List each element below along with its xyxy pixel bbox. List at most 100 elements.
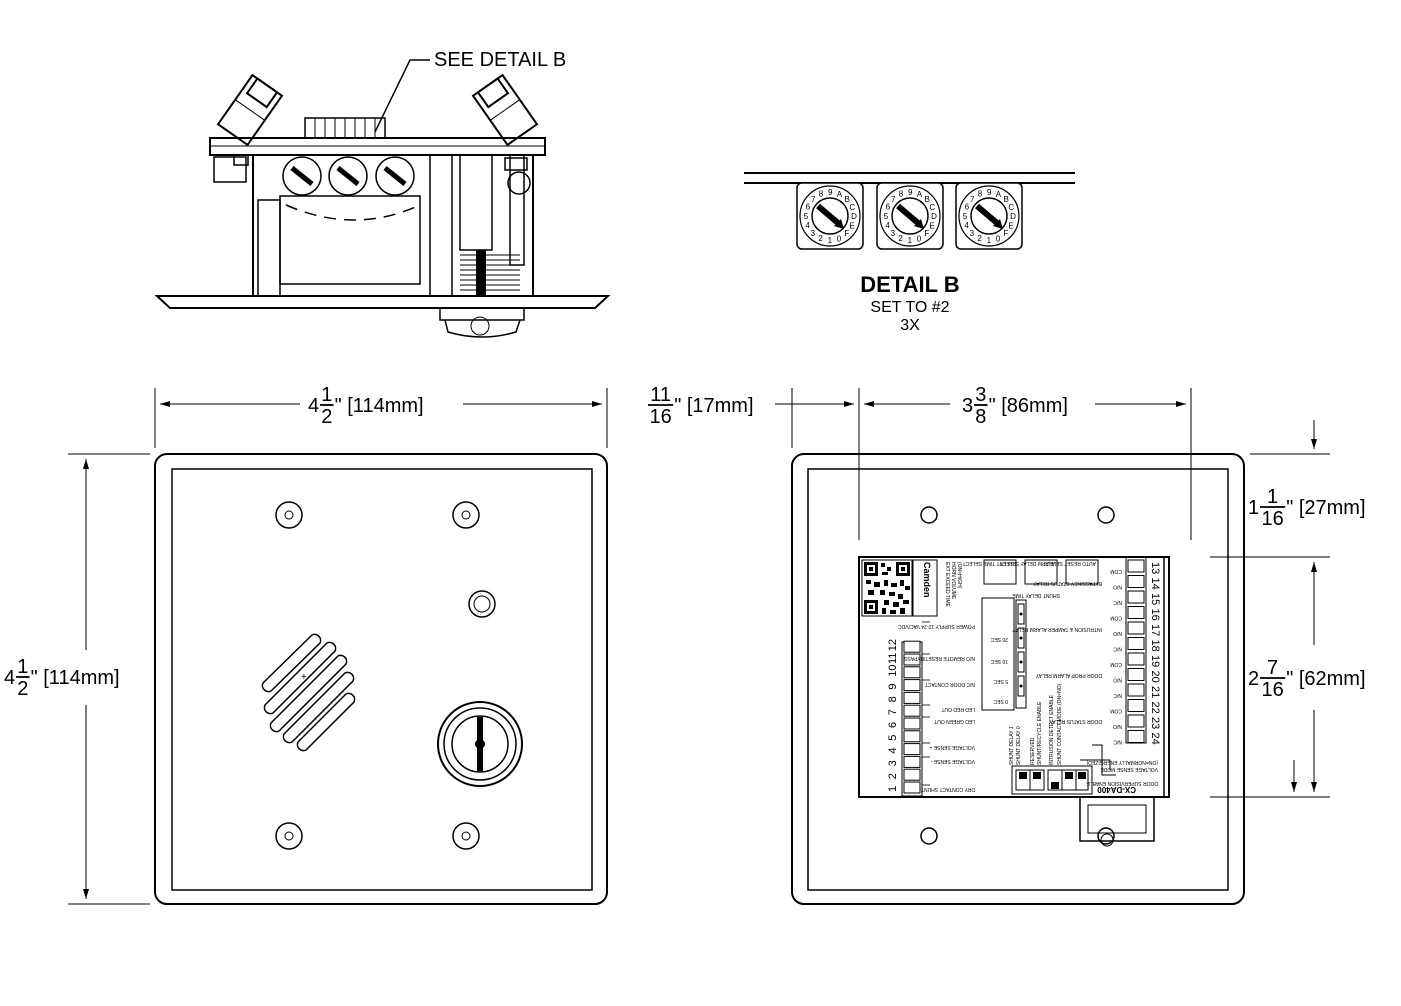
- board_height-denominator: 16: [1261, 679, 1283, 701]
- terminal-number: 18: [1149, 640, 1161, 652]
- dial-char: 4: [965, 221, 970, 230]
- switch-labels: SHUNT DELAY 1 SHUNT DELAY 0 RESERVED SHU…: [1009, 683, 1063, 765]
- board_width-whole: 3: [962, 395, 973, 417]
- offset_left-denominator: 16: [649, 406, 671, 428]
- dial-char: 8: [899, 190, 904, 199]
- svg-text:10 SEC: 10 SEC: [990, 658, 1008, 664]
- side-dials: [282, 156, 415, 196]
- pin-mark: N/O: [1113, 584, 1122, 590]
- detail-setting: SET TO #2: [870, 299, 949, 316]
- dial-char: A: [837, 190, 843, 199]
- top_offset-suffix: " [27mm]: [1286, 497, 1365, 519]
- terminal-label: N/O REMOTE RESET/BYPASS: [904, 655, 975, 661]
- front_width-denominator: 2: [321, 406, 332, 428]
- svg-text:ALARM DELAY SELECT: ALARM DELAY SELECT: [1000, 560, 1055, 566]
- dial-char: 1: [908, 236, 913, 245]
- svg-text:20 SEC: 20 SEC: [990, 636, 1008, 642]
- dial-char: 9: [908, 188, 913, 197]
- terminal-number: 12: [887, 639, 899, 651]
- terminal-number: 24: [1149, 733, 1161, 745]
- svg-text:5 SEC: 5 SEC: [993, 678, 1008, 684]
- offset_left-suffix: " [17mm]: [674, 395, 753, 417]
- svg-text:AUTO RESET SELECT: AUTO RESET SELECT: [1043, 560, 1096, 566]
- front_width-numerator: 1: [321, 384, 332, 406]
- dial-char: 2: [818, 234, 823, 243]
- dial-char: 0: [837, 234, 842, 243]
- dial-char: 4: [806, 221, 811, 230]
- dial-char: D: [931, 212, 937, 221]
- relay-label: BYPASS/KEY STATUS RELAY: [1033, 580, 1102, 586]
- board_width-numerator: 3: [975, 384, 986, 406]
- terminal-number: 4: [887, 747, 899, 753]
- svg-text:SHUNT DELAY TIME: SHUNT DELAY TIME: [1012, 592, 1060, 598]
- svg-text:SHUNT/RECYCLE ENABLE: SHUNT/RECYCLE ENABLE: [1037, 701, 1043, 765]
- dial-char: 7: [811, 195, 816, 204]
- dial-char: C: [849, 203, 855, 212]
- shunt-delay-jumpers: 20 SEC 10 SEC 5 SEC 0 SEC: [981, 597, 1027, 711]
- pin-mark: COM: [1110, 615, 1122, 621]
- dial-char: 1: [828, 236, 833, 245]
- detail-title: DETAIL B: [860, 272, 959, 297]
- terminal-number: 17: [1149, 624, 1161, 636]
- dial-char: 9: [987, 188, 992, 197]
- dial-char: F: [1003, 229, 1008, 238]
- svg-text:DOOR SUPERVISION ENABLE: DOOR SUPERVISION ENABLE: [1086, 780, 1158, 786]
- dial-char: 4: [886, 221, 891, 230]
- terminal-number: 13: [1149, 562, 1161, 574]
- dial-char: 5: [804, 212, 809, 221]
- dial-char: E: [1008, 221, 1013, 230]
- terminal-number: 16: [1149, 609, 1161, 621]
- dial-char: B: [1003, 195, 1008, 204]
- dial-char: 0: [996, 234, 1001, 243]
- see-detail-callout: SEE DETAIL B: [434, 49, 566, 71]
- pin-mark: N/C: [1113, 739, 1122, 745]
- dial-char: F: [844, 229, 849, 238]
- dial-char: C: [1008, 203, 1014, 212]
- board_width-suffix: " [86mm]: [989, 395, 1068, 417]
- front_height-denominator: 2: [17, 678, 28, 700]
- dial-char: 7: [891, 195, 896, 204]
- dial-char: 2: [898, 234, 903, 243]
- speaker-grille: [261, 633, 356, 752]
- terminal-label: DRY CONTACT SHUNT: [921, 786, 975, 792]
- svg-text:(ON=HIGH): (ON=HIGH): [956, 562, 962, 589]
- dial-char: 8: [819, 190, 824, 199]
- terminal-number: 8: [887, 696, 899, 702]
- front-view: +: [154, 453, 608, 905]
- dial-char: 6: [886, 203, 891, 212]
- pin-mark: COM: [1110, 568, 1122, 574]
- terminal-number: 3: [887, 760, 899, 766]
- svg-text:VOLTAGE SENSE MODE: VOLTAGE SENSE MODE: [1100, 766, 1158, 772]
- terminal-number: 14: [1149, 578, 1161, 590]
- terminal-number: 7: [887, 709, 899, 715]
- terminal-number: 1: [887, 786, 899, 792]
- terminal-label: LED RED OUT: [941, 706, 975, 712]
- dial-char: 2: [977, 234, 982, 243]
- terminal-number: 19: [1149, 655, 1161, 667]
- relay-label: INTRUSION & TAMPER ALARM RELAY: [1012, 626, 1102, 632]
- terminal-label: N/C DOOR CONTACT: [925, 681, 975, 687]
- terminal-number: 20: [1149, 671, 1161, 683]
- dial-char: 9: [828, 188, 833, 197]
- pin-mark: COM: [1110, 661, 1122, 667]
- qr-code: [861, 559, 913, 617]
- dial-char: E: [849, 221, 854, 230]
- dial-char: 5: [884, 212, 889, 221]
- front_width-suffix: " [114mm]: [335, 395, 424, 417]
- detail-scale: 3X: [900, 317, 920, 334]
- terminal-number: 6: [887, 722, 899, 728]
- board_width-denominator: 8: [975, 406, 986, 428]
- terminal-label: VOLTAGE SENSE -: [930, 758, 975, 764]
- dial-char: F: [924, 229, 929, 238]
- dial-char: 6: [806, 203, 811, 212]
- pin-mark: N/C: [1113, 646, 1122, 652]
